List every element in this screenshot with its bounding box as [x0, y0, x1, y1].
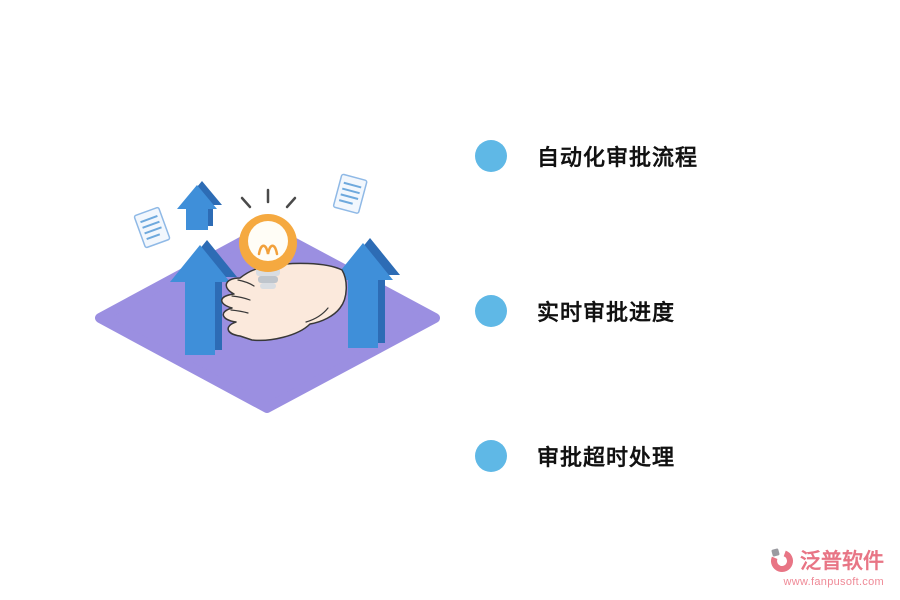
up-arrow-icon — [177, 181, 222, 230]
feature-label: 实时审批进度 — [537, 300, 676, 325]
fanpu-logo-icon — [771, 548, 793, 572]
feature-item: 审批超时处理 — [475, 440, 675, 472]
brand-name: 泛普软件 — [800, 549, 884, 573]
brand-url: www.fanpusoft.com — [783, 576, 884, 588]
feature-item: 实时审批进度 — [475, 295, 675, 327]
feature-label: 自动化审批流程 — [537, 145, 699, 170]
platform-illustration — [95, 173, 440, 413]
up-arrow-icon — [333, 238, 400, 348]
lightbulb-icon — [239, 214, 297, 289]
sparkle-icon — [240, 188, 297, 209]
brand-logo: 泛普软件 www.fanpusoft.com — [769, 545, 884, 588]
feature-label: 审批超时处理 — [537, 445, 676, 470]
bullet-circle-icon — [475, 295, 507, 327]
paper-icon — [332, 173, 368, 214]
hand-icon — [221, 262, 347, 342]
bullet-circle-icon — [475, 440, 507, 472]
bullet-circle-icon — [475, 140, 507, 172]
feature-item: 自动化审批流程 — [475, 140, 698, 172]
up-arrow-icon — [170, 240, 237, 355]
paper-icon — [133, 206, 171, 249]
